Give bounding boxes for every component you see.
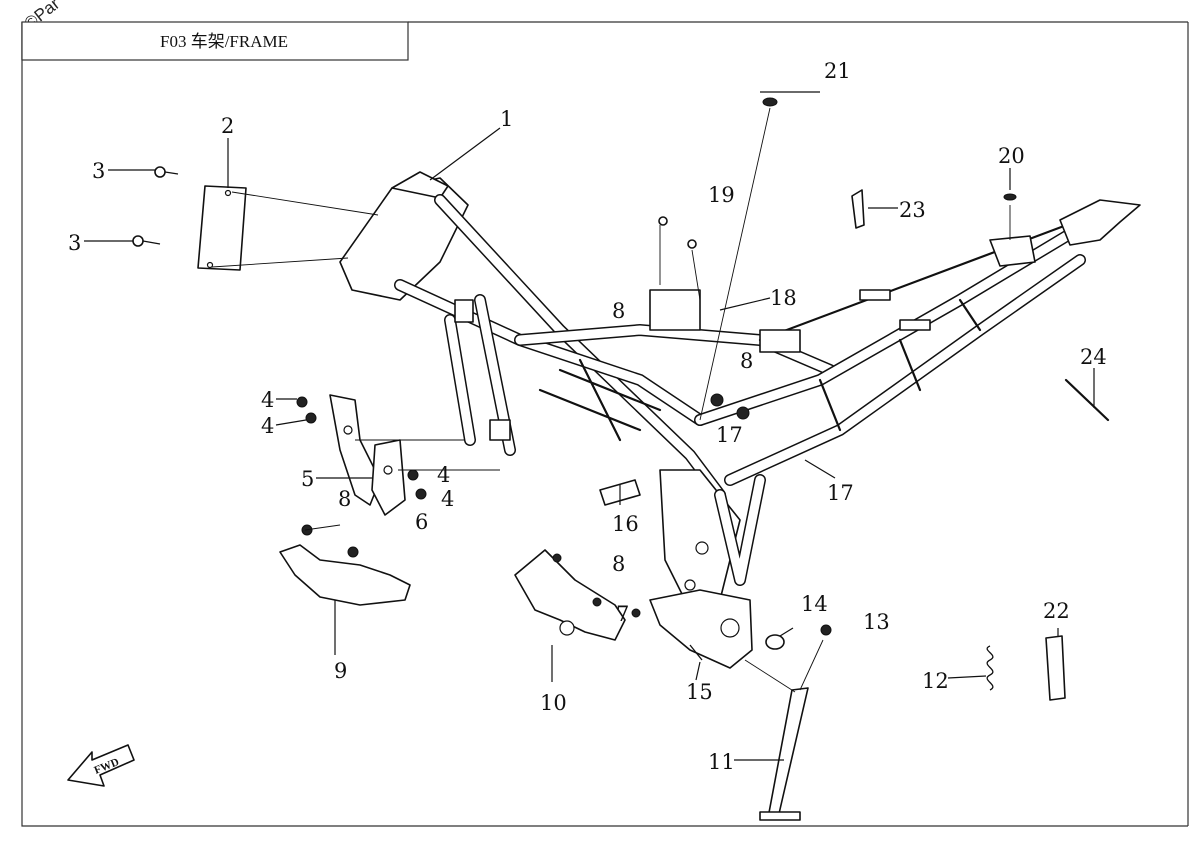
callout-4: 4 xyxy=(261,388,274,412)
callout-19: 19 xyxy=(708,183,735,207)
callout-4: 4 xyxy=(441,487,454,511)
part-10-footrest-bracket-right xyxy=(514,549,626,641)
part-11-side-stand xyxy=(767,687,809,819)
part-21-cap xyxy=(762,97,778,107)
part-22-sleeve xyxy=(1045,635,1066,701)
callout-8: 8 xyxy=(338,487,351,511)
part-8-nut-left-b xyxy=(347,546,359,558)
ecu-tab xyxy=(759,329,801,353)
rear-lower-rail-fill xyxy=(725,255,1085,485)
callout-24: 24 xyxy=(1080,345,1107,369)
part-9-footrest-bracket-left xyxy=(279,544,411,606)
callout-16: 16 xyxy=(612,512,639,536)
part-7-washer xyxy=(631,608,641,618)
callout-20: 20 xyxy=(998,144,1025,168)
part-15-bolt xyxy=(689,644,703,661)
part-4-nut-d xyxy=(415,488,427,500)
leader-lines xyxy=(84,91,1095,761)
callout-8: 8 xyxy=(740,349,753,373)
fwd-direction-arrow: FWD xyxy=(67,744,135,787)
part-17-grommet-a xyxy=(710,393,724,407)
assembly-lines xyxy=(211,107,1011,693)
title-box-frame xyxy=(21,21,409,61)
callout-21: 21 xyxy=(824,59,851,83)
callout-11: 11 xyxy=(708,750,735,774)
part-3-bolt-lower xyxy=(132,235,161,247)
rear-rail-struts xyxy=(818,298,982,432)
part-6-engine-bracket xyxy=(371,439,406,516)
callout-7: 7 xyxy=(616,602,629,626)
bracket-hole xyxy=(383,465,393,475)
callout-18: 18 xyxy=(770,286,797,310)
cross-member-fill xyxy=(515,325,835,375)
diagram-title: F03 车架/FRAME xyxy=(160,32,288,51)
callout-3: 3 xyxy=(68,231,81,255)
callout-8: 8 xyxy=(612,552,625,576)
main-frame xyxy=(339,171,1141,669)
frame-tab-left xyxy=(454,299,474,323)
cover-plate-hole-bottom xyxy=(206,261,214,269)
head-tube-top xyxy=(391,171,449,199)
pivot-hole-lower xyxy=(684,579,696,591)
cover-plate-hole-top xyxy=(224,189,232,197)
part-2-cover-plate xyxy=(197,185,247,271)
part-4-nut-a xyxy=(296,396,308,408)
part-12-spring xyxy=(986,645,994,691)
tail-bracket xyxy=(1059,199,1141,246)
title-box: F03 车架/FRAME xyxy=(21,21,409,61)
callout-13: 13 xyxy=(863,610,890,634)
callout-3: 3 xyxy=(92,159,105,183)
part-19-bolt-b xyxy=(687,239,697,249)
callout-1: 1 xyxy=(500,107,513,131)
bracket-hole xyxy=(343,425,353,435)
part-24-rod xyxy=(1064,378,1110,422)
footrest-mount-plate xyxy=(649,589,753,669)
part-3-bolt-upper xyxy=(154,166,179,178)
callout-9: 9 xyxy=(334,659,347,683)
callout-2: 2 xyxy=(221,114,234,138)
callout-22: 22 xyxy=(1043,599,1070,623)
diagram-border-left-bottom xyxy=(21,22,1188,827)
fwd-arrow-shape xyxy=(67,744,135,787)
part-8-nut-right-a xyxy=(552,553,562,563)
callout-8: 8 xyxy=(612,299,625,323)
callout-numbers: 1 2 3 3 4 4 4 4 5 6 7 8 8 8 8 9 10 11 12… xyxy=(68,59,1107,774)
bracket-10-hole xyxy=(559,620,575,636)
engine-mount-tab xyxy=(489,419,511,441)
callout-17: 17 xyxy=(827,481,854,505)
part-8-nut-right-b xyxy=(592,597,602,607)
part-14-bushing xyxy=(765,634,785,650)
center-bracket xyxy=(649,289,701,331)
seat-bracket xyxy=(989,235,1036,267)
rail-tab-b xyxy=(899,319,931,331)
callout-15: 15 xyxy=(686,680,713,704)
rail-tab-a xyxy=(859,289,891,301)
callout-12: 12 xyxy=(922,669,949,693)
callout-17: 17 xyxy=(716,423,743,447)
part-19-bolt-a xyxy=(658,216,668,226)
pivot-hole xyxy=(695,541,709,555)
part-20-damper xyxy=(1003,193,1017,201)
pivot-tubes-fill xyxy=(715,475,765,585)
mount-plate-hole xyxy=(720,618,740,638)
part-23-clip xyxy=(851,189,865,229)
callout-4: 4 xyxy=(261,414,274,438)
callout-23: 23 xyxy=(899,198,926,222)
side-stand-foot xyxy=(759,811,801,821)
lattice-braces xyxy=(538,358,662,442)
callout-5: 5 xyxy=(301,467,314,491)
callout-14: 14 xyxy=(801,592,828,616)
part-4-nut-c xyxy=(407,469,419,481)
callout-4: 4 xyxy=(437,463,450,487)
callout-6: 6 xyxy=(415,510,428,534)
part-13-bolt xyxy=(820,624,832,636)
part-4-nut-b xyxy=(305,412,317,424)
part-17-grommet-b xyxy=(736,406,750,420)
callout-10: 10 xyxy=(540,691,567,715)
